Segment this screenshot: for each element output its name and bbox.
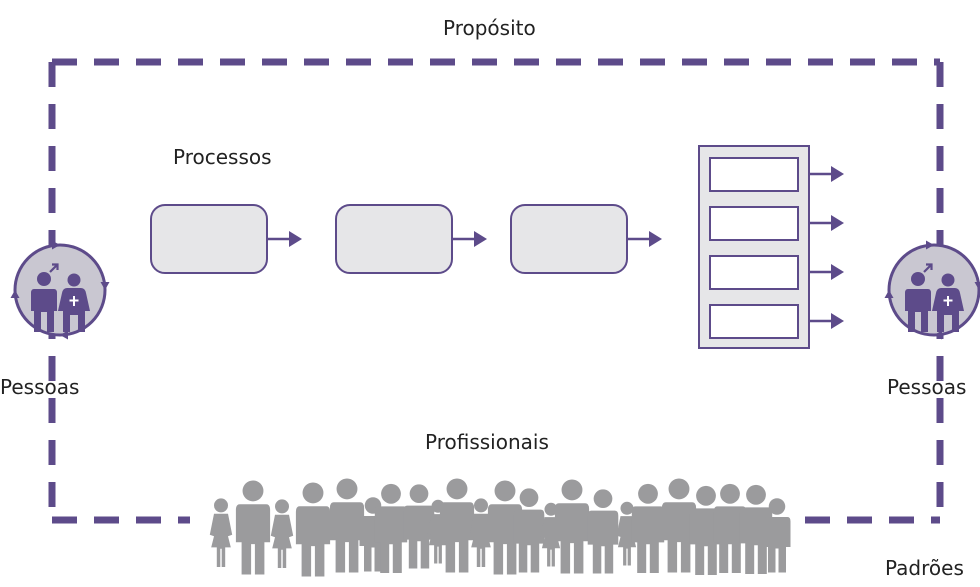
process-step-3 <box>510 204 628 274</box>
people-right-icon <box>884 240 980 340</box>
people-left-icon <box>10 240 110 340</box>
standards-label: Padrões <box>885 556 964 580</box>
arrow-right-icon <box>809 166 844 329</box>
processes-label: Processos <box>173 145 272 169</box>
crowd-silhouette-icon <box>209 478 791 577</box>
people-left-label: Pessoas <box>0 375 80 399</box>
output-panel <box>698 145 844 349</box>
output-row-2 <box>709 206 799 241</box>
process-flow <box>150 204 662 274</box>
arrow-right-icon <box>267 231 662 247</box>
output-row-4 <box>709 304 799 339</box>
process-step-2 <box>335 204 453 274</box>
output-row-3 <box>709 255 799 290</box>
professionals-label: Profissionais <box>425 430 549 454</box>
purpose-label: Propósito <box>443 16 536 40</box>
people-right-label: Pessoas <box>887 375 967 399</box>
process-step-1 <box>150 204 268 274</box>
output-row-1 <box>709 157 799 192</box>
